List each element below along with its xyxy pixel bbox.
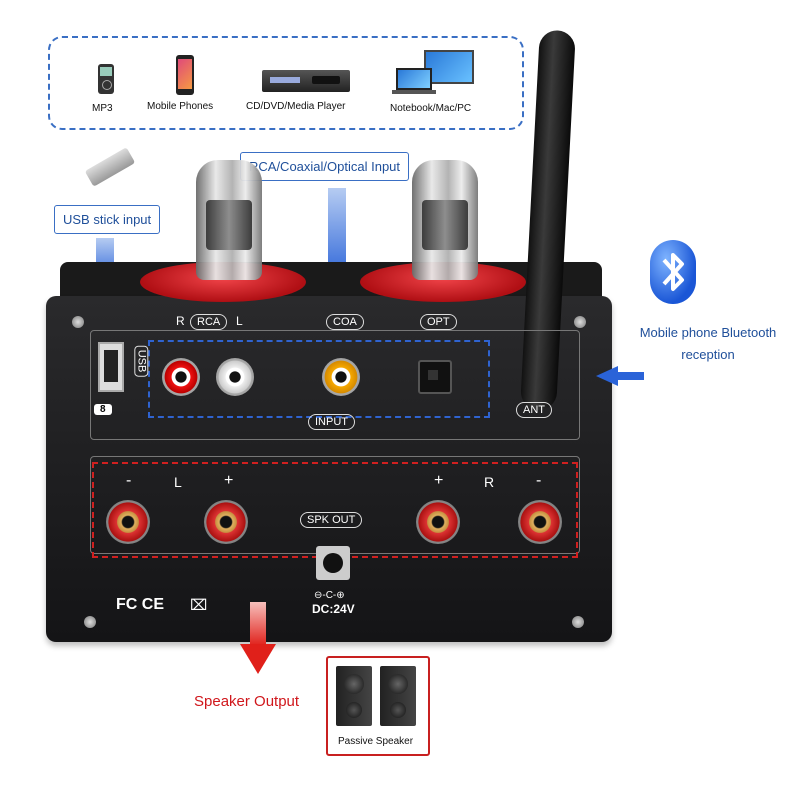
spk-r-label: R (484, 474, 495, 490)
amplifier-rear-panel (46, 296, 612, 642)
spk-plus-l-label: + (224, 472, 234, 489)
spk-out-label: SPK OUT (300, 512, 363, 528)
screw (84, 616, 96, 628)
media-player-icon (262, 70, 350, 92)
spk-minus-l-label: - (126, 472, 132, 489)
source-label-mp3: MP3 (92, 103, 113, 114)
rca-jack-left (216, 358, 254, 396)
speaker-output-label: Speaker Output (194, 693, 300, 710)
usb-symbol-label: 8 (94, 404, 112, 415)
spk-minus-r-label: - (536, 472, 542, 489)
source-label-mobile-phones: Mobile Phones (147, 101, 214, 112)
dc-polarity-label: ⊖-C-⊕ (314, 590, 345, 601)
bluetooth-callout-line2: reception (681, 347, 735, 362)
rca-l-label: L (236, 314, 243, 328)
rca-arrow-icon (328, 188, 346, 282)
usb-port (98, 342, 124, 392)
computer-icon (392, 50, 476, 96)
rca-jack-right (162, 358, 200, 396)
dc-voltage-label: DC:24V (312, 602, 355, 616)
speaker-icon-right (380, 666, 416, 726)
rca-label: RCA (190, 314, 228, 330)
certification-marks: FC CE (116, 596, 164, 613)
speaker-terminal-l-plus (204, 500, 248, 544)
speaker-icon-left (336, 666, 372, 726)
vacuum-tube-right (412, 160, 478, 280)
speaker-output-arrow-icon (250, 602, 266, 646)
usb-stick-icon (84, 147, 136, 187)
speaker-terminal-r-minus (518, 500, 562, 544)
spk-plus-r-label: + (434, 472, 444, 489)
coaxial-jack (322, 358, 360, 396)
input-sources-box (48, 36, 524, 130)
ant-label: ANT (516, 402, 552, 418)
opt-label: OPT (420, 314, 457, 330)
spk-l-label: L (174, 474, 182, 490)
speaker-output-arrow-head (240, 644, 276, 674)
vacuum-tube-left (196, 160, 262, 280)
screw (72, 316, 84, 328)
optical-jack (418, 360, 452, 394)
coa-label: COA (326, 314, 364, 330)
rca-coaxial-optical-input-callout: RCA/Coaxial/Optical Input (240, 152, 410, 181)
source-label-computer: Notebook/Mac/PC (390, 103, 472, 114)
speaker-terminal-l-minus (106, 500, 150, 544)
speaker-output-highlight-box (92, 462, 578, 558)
input-section (90, 330, 580, 440)
usb-stick-input-callout: USB stick input (54, 205, 161, 234)
weee-icon: ⌧ (190, 597, 208, 614)
dc-power-jack (316, 546, 350, 580)
screw (572, 616, 584, 628)
speaker-terminal-r-plus (416, 500, 460, 544)
screw (574, 316, 586, 328)
bluetooth-callout-line1: Mobile phone Bluetooth (639, 325, 777, 340)
passive-speaker-label: Passive Speaker (338, 736, 414, 747)
mp3-player-icon (98, 64, 114, 94)
bluetooth-arrow-head (596, 366, 618, 386)
input-highlight-box (148, 340, 490, 418)
rca-r-label: R (176, 314, 185, 328)
input-label: INPUT (308, 414, 355, 430)
source-label-media-player: CD/DVD/Media Player (246, 101, 346, 112)
bluetooth-arrow-icon (618, 372, 644, 380)
mobile-phone-icon (176, 55, 194, 95)
bluetooth-icon (650, 240, 696, 304)
usb-port-label: USB (134, 345, 149, 377)
